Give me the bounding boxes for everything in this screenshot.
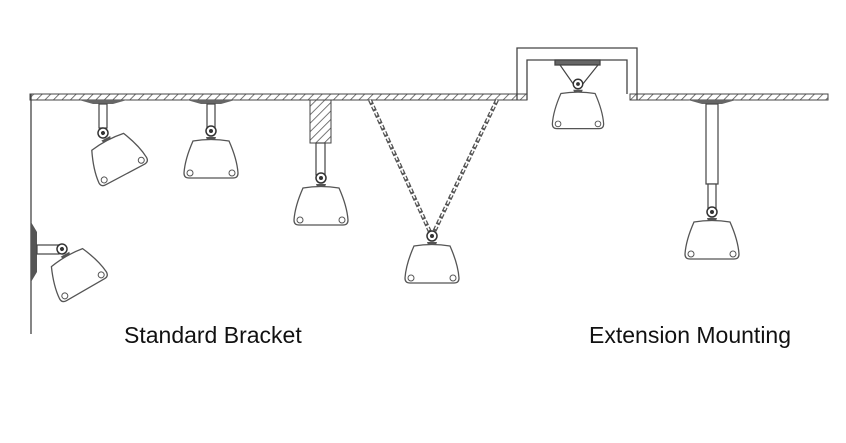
ceiling: [29, 93, 829, 101]
speaker-block-mount: [293, 99, 349, 226]
extension-mounting-label: Extension Mounting: [589, 322, 792, 348]
ceiling-recess: [516, 47, 638, 100]
speaker-chain-suspended: [368, 99, 499, 284]
speaker-wall-mount: [31, 222, 110, 304]
speaker-extension-pole: [684, 100, 740, 260]
speaker-ceiling: [183, 99, 239, 179]
speaker-recessed: [551, 64, 605, 130]
speaker-tilted-ceiling: [76, 99, 150, 188]
standard-bracket-label: Standard Bracket: [124, 322, 302, 348]
